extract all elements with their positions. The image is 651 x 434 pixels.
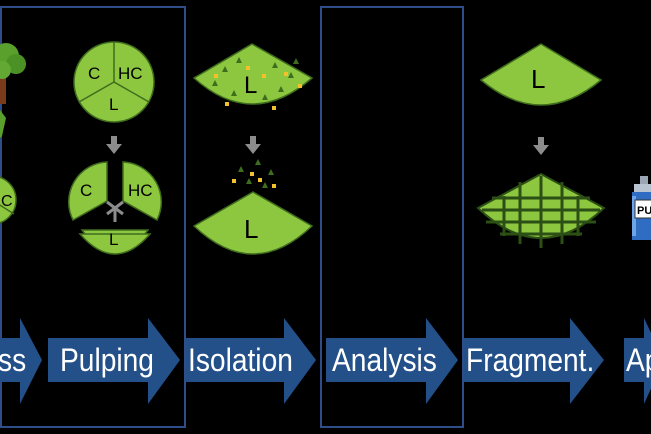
step-label-isolation: Isolation <box>188 342 293 378</box>
biomass-c-label: C <box>1 193 13 210</box>
step-label-application: Ap <box>626 342 651 378</box>
impurity-squares <box>214 66 302 110</box>
fragmented-lignin-grid <box>476 172 606 248</box>
fragment-lignin-fan: L <box>479 43 603 106</box>
step-label-analysis: Analysis <box>332 342 437 378</box>
step-label-biomass: ss <box>0 342 27 378</box>
pulping-whole-circle: C HC L <box>73 41 155 123</box>
process-arrow-application <box>624 318 651 404</box>
process-arrow-isolation <box>186 318 316 404</box>
isolation-bottom-l: L <box>244 214 258 244</box>
pulping-bottom-c: C <box>80 181 92 200</box>
isolated-impurities <box>232 159 276 188</box>
pulping-top-l: L <box>109 95 118 114</box>
process-arrow-fragment <box>464 318 604 404</box>
process-arrow-analysis <box>326 318 458 404</box>
biomass-circle-partial: C <box>0 176 17 224</box>
step-label-pulping: Pulping <box>60 342 154 378</box>
pulping-top-c: C <box>88 64 100 83</box>
analysis-frame <box>320 6 464 428</box>
separation-arrows-icon <box>106 200 124 222</box>
process-arrow-biomass <box>0 318 42 404</box>
impurity-particles <box>212 57 299 100</box>
pulping-bottom-hc: HC <box>128 181 153 200</box>
isolation-top-l: L <box>244 72 257 99</box>
step-label-fragment: Fragment. <box>466 342 595 378</box>
tree-icon <box>0 43 26 138</box>
pulping-top-hc: HC <box>118 64 143 83</box>
isolation-mixed-fan: L <box>192 43 314 110</box>
gray-down-arrow-isolation <box>245 136 261 154</box>
process-arrows <box>0 318 651 404</box>
can-label: PU <box>637 205 651 217</box>
pulping-separated-circle: C HC L <box>67 161 163 255</box>
isolation-pure-lignin-fan: L <box>192 191 314 255</box>
gray-down-arrow-pulping <box>106 136 122 154</box>
spray-can-icon: PU <box>632 176 651 240</box>
pulping-bottom-l: L <box>109 230 118 249</box>
gray-down-arrow-fragment <box>533 137 549 155</box>
fragment-top-l: L <box>531 64 545 94</box>
process-arrow-pulping <box>48 318 180 404</box>
